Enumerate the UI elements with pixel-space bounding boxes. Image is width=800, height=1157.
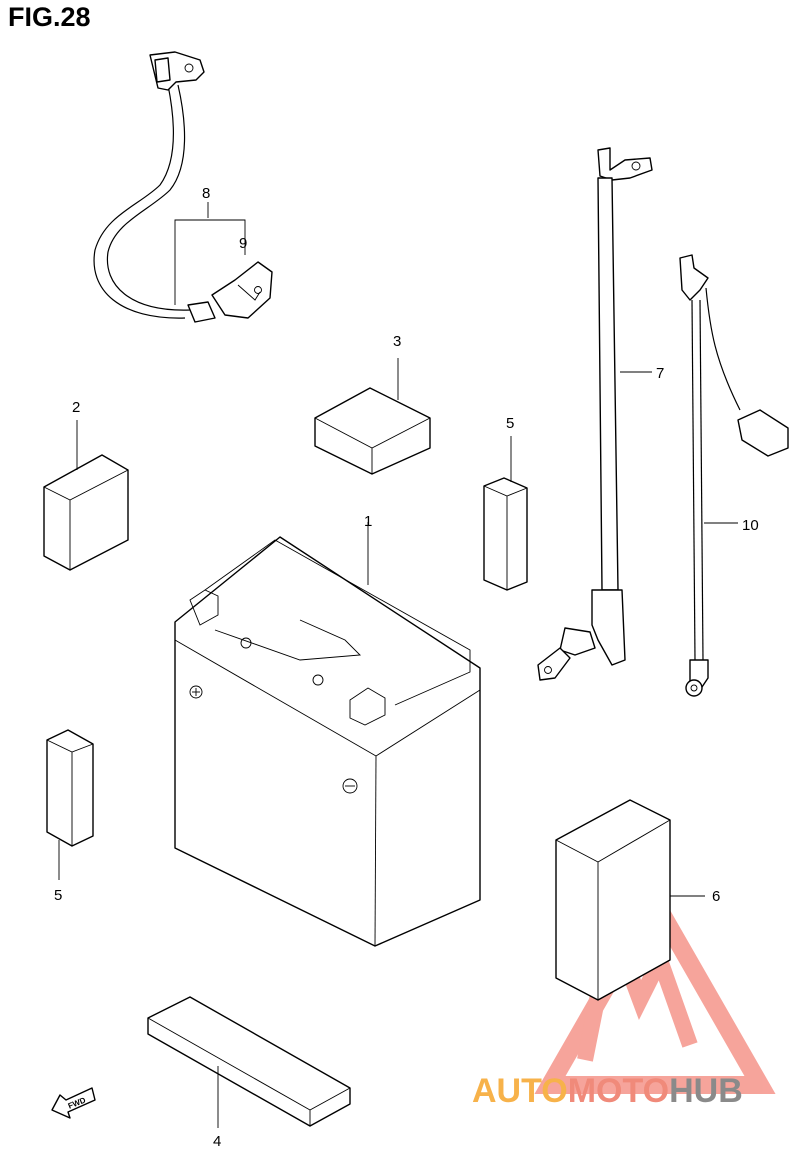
callout-5-upper: 5 xyxy=(506,415,514,432)
callout-1: 1 xyxy=(364,513,372,530)
figure-title: FIG.28 xyxy=(8,2,91,32)
callout-4: 4 xyxy=(213,1133,221,1150)
part-7-cable xyxy=(537,147,653,681)
part-8-cable xyxy=(93,51,273,323)
callout-6: 6 xyxy=(712,888,720,905)
part-6-cushion xyxy=(555,799,705,1001)
fwd-arrow-icon: FWD xyxy=(51,1087,96,1119)
part-1-battery xyxy=(174,522,481,947)
part-5-spacer-lower xyxy=(46,729,94,880)
part-10-lead-wire xyxy=(679,254,789,697)
watermark-brand: AUTOMOTOHUB xyxy=(472,1072,743,1111)
part-2-cushion xyxy=(43,420,129,571)
callout-7: 7 xyxy=(656,365,664,382)
brand-part-hub: HUB xyxy=(669,1072,743,1110)
callout-8: 8 xyxy=(202,185,210,202)
part-5-spacer-upper xyxy=(483,436,528,591)
callout-9: 9 xyxy=(239,235,247,252)
brand-part-moto: MOTO xyxy=(567,1072,670,1110)
callout-10: 10 xyxy=(742,517,759,534)
part-8-leader xyxy=(174,202,246,305)
brand-part-auto: AUTO xyxy=(472,1072,568,1110)
part-3-pad xyxy=(314,358,431,475)
callout-3: 3 xyxy=(393,333,401,350)
callout-5-lower: 5 xyxy=(54,887,62,904)
part-4-pad xyxy=(147,996,351,1128)
callout-2: 2 xyxy=(72,399,80,416)
